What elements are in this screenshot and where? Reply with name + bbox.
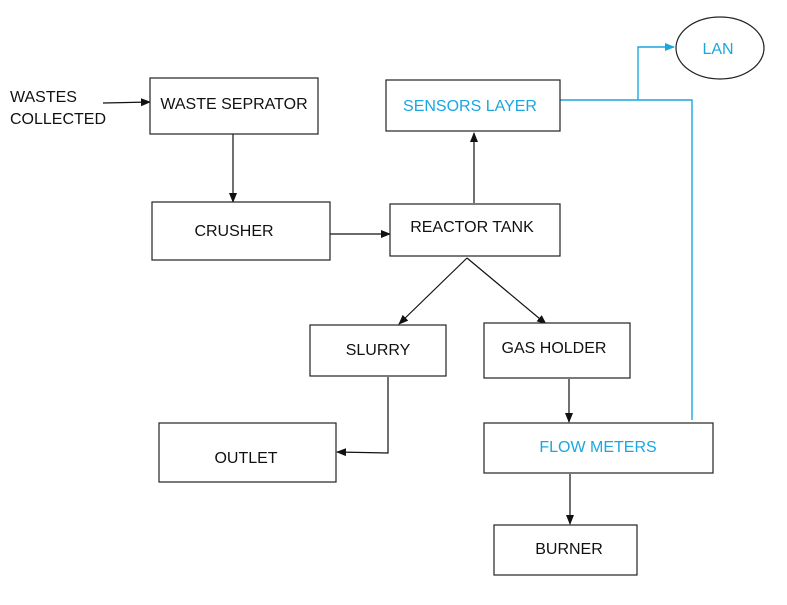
node-gas-holder: GAS HOLDER (483, 322, 631, 379)
edge-reactor-to-slurry (398, 257, 468, 325)
node-reactor-tank: REACTOR TANK (389, 203, 561, 257)
node-slurry-label: SLURRY (346, 342, 411, 359)
node-lan-label: LAN (702, 41, 733, 58)
node-sensors-layer-label: SENSORS LAYER (403, 98, 537, 115)
node-burner: BURNER (493, 524, 638, 576)
node-crusher: CRUSHER (151, 201, 331, 261)
node-waste-separator: WASTE SEPRATOR (149, 77, 319, 135)
node-crusher-label: CRUSHER (194, 223, 273, 240)
node-slurry: SLURRY (309, 324, 447, 377)
node-sensors-layer: SENSORS LAYER (385, 79, 561, 132)
node-waste-separator-label: WASTE SEPRATOR (160, 96, 307, 113)
input-label-line1: WASTES (10, 89, 77, 106)
edge-input-to-separator (102, 98, 151, 107)
edge-reactor-to-gasholder (466, 257, 547, 325)
node-flow-meters: FLOW METERS (483, 422, 714, 474)
node-outlet-label: OUTLET (214, 450, 277, 467)
node-flow-meters-label: FLOW METERS (539, 439, 656, 456)
node-burner-label: BURNER (535, 541, 603, 558)
edge-to-lan (637, 43, 675, 100)
node-reactor-tank-label: REACTOR TANK (410, 219, 534, 236)
input-label-line2: COLLECTED (10, 111, 106, 128)
edge-slurry-to-outlet (336, 377, 389, 457)
edge-sensors-flowmeters-link (560, 99, 693, 420)
node-gas-holder-label: GAS HOLDER (502, 340, 607, 357)
node-lan: LAN (675, 16, 765, 80)
node-outlet: OUTLET (158, 422, 337, 483)
